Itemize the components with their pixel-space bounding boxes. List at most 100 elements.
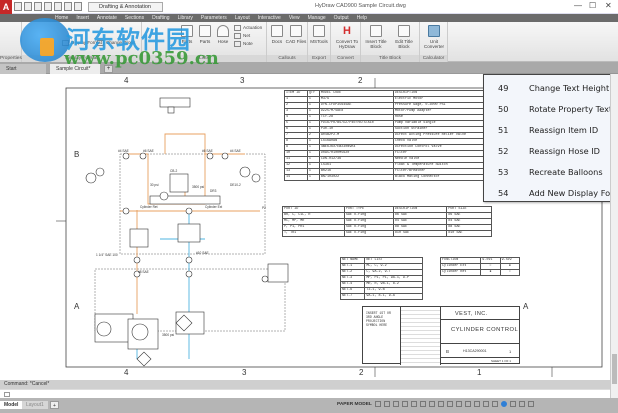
tab-model[interactable]: Model [0, 401, 23, 409]
selection-cycling-icon[interactable] [455, 401, 462, 407]
ribbon-group-lists: Parts Parts Hose Actuation Net Note List… [142, 22, 267, 62]
unit-converter-button[interactable]: Unit Converter [423, 25, 445, 49]
svg-text:CB-2: CB-2 [170, 169, 177, 173]
add-layout-button[interactable]: + [50, 401, 59, 409]
menu-interactive[interactable]: Interactive [257, 15, 281, 21]
parts-icon [181, 25, 193, 37]
unit-converter-icon [428, 25, 440, 37]
docs-button[interactable]: Docs [266, 25, 288, 44]
edit-title-block-button[interactable]: Edit Title Block [392, 25, 416, 49]
otrack-icon[interactable] [419, 401, 426, 407]
save-icon[interactable] [34, 2, 42, 11]
menu-help[interactable]: Help [356, 15, 367, 21]
osnap-icon[interactable] [410, 401, 417, 407]
plus-icon[interactable] [482, 401, 489, 407]
dyn-icon[interactable] [428, 401, 435, 407]
cad-files-button[interactable]: CAD Files [285, 25, 307, 44]
command-input[interactable] [0, 389, 610, 398]
snap-icon[interactable] [383, 401, 390, 407]
vertical-scrollbar[interactable] [610, 74, 618, 404]
annotation-scale-icon[interactable] [464, 401, 471, 407]
menu-insert[interactable]: Insert [76, 15, 89, 21]
parts-list-button[interactable]: Parts [194, 25, 216, 44]
hose-button[interactable]: Hose [212, 25, 234, 44]
new-icon[interactable] [14, 2, 22, 11]
actuation-button[interactable]: Actuation [234, 25, 262, 31]
ortho-icon[interactable] [392, 401, 399, 407]
hydraw-h-icon: H [343, 25, 351, 37]
title-block: INSERT 1ST OR 3RD ANGLE PROJECTION SYMBO… [362, 306, 520, 365]
ribbon: Properties Display Format Change Props D… [0, 22, 618, 62]
net-button[interactable]: Net [234, 33, 250, 39]
menu-view[interactable]: View [288, 15, 300, 21]
menu-layout[interactable]: Layout [234, 15, 250, 21]
menu-icon[interactable] [527, 401, 534, 407]
menu-drafting[interactable]: Drafting [152, 15, 170, 21]
svg-text:1 1/4" SAE 100: 1 1/4" SAE 100 [96, 253, 118, 257]
save-as-icon[interactable] [44, 2, 52, 11]
change-props-button[interactable]: Change Props [97, 40, 135, 46]
menu-home[interactable]: Home [55, 15, 69, 21]
status-bar: Model Layout1 + PAPER MODEL [0, 398, 618, 413]
insert-title-block-button[interactable]: Insert Title Block [364, 25, 388, 49]
command-icon [4, 392, 10, 397]
menu-output[interactable]: Output [333, 15, 349, 21]
column-4-bottom: 4 [124, 368, 129, 377]
workspace-dropdown[interactable]: Drafting & Annotation [88, 2, 163, 12]
svg-text:Cylinder Ext: Cylinder Ext [205, 205, 222, 209]
app-logo-icon[interactable]: A [0, 0, 12, 14]
column-2-top: 2 [358, 76, 363, 85]
minimize-button[interactable]: — [574, 1, 582, 10]
menu-sections[interactable]: Sections [124, 15, 145, 21]
transparency-icon[interactable] [446, 401, 453, 407]
undo-icon[interactable] [64, 2, 72, 11]
note-button[interactable]: Note [234, 41, 253, 47]
menu-manage[interactable]: Manage [307, 15, 326, 21]
paper-model-toggle[interactable]: PAPER MODEL [337, 401, 372, 407]
close-button[interactable]: ✕ [605, 1, 612, 10]
new-tab-button[interactable]: + [104, 65, 113, 73]
redo-icon[interactable] [74, 2, 82, 11]
print-icon[interactable] [54, 2, 62, 11]
tab-start[interactable]: Start [0, 64, 46, 74]
lineweight-icon[interactable] [437, 401, 444, 407]
tab-layout1[interactable]: Layout1 [22, 401, 48, 409]
display-format-button[interactable]: Display Format [62, 40, 102, 46]
menu-annotate[interactable]: Annotate [96, 15, 117, 21]
menu-library[interactable]: Library [177, 15, 193, 21]
mstools-button[interactable]: MSTools [308, 25, 330, 44]
column-1-bottom: 1 [477, 368, 482, 377]
ribbon-group-callouts: Docs CAD Files Callouts [267, 22, 308, 62]
menu-parameters[interactable]: Parameters [200, 15, 227, 21]
hose-icon [217, 25, 229, 37]
maximize-button[interactable]: ☐ [589, 1, 597, 10]
polar-icon[interactable] [401, 401, 408, 407]
hardware-accel-icon[interactable] [500, 401, 507, 407]
customize-icon[interactable] [518, 401, 525, 407]
clean-screen-icon[interactable] [509, 401, 516, 407]
svg-text:3500 psi: 3500 psi [192, 185, 204, 189]
sheet-size: B [446, 349, 450, 354]
open-icon[interactable] [24, 2, 32, 11]
cad-files-icon [290, 25, 302, 37]
svg-text:#4 SAE: #4 SAE [118, 149, 129, 153]
isolate-icon[interactable] [491, 401, 498, 407]
grid-icon[interactable] [374, 401, 381, 407]
tab-sample-circuit[interactable]: Sample Circuit* × [50, 64, 100, 82]
workspace-gear-icon[interactable] [473, 401, 480, 407]
scrollbar-thumb[interactable] [612, 354, 617, 384]
column-4-top: 4 [124, 76, 129, 85]
ribbon-group-calculator: Unit Converter Calculator [420, 22, 448, 62]
parts-button[interactable]: Parts [176, 25, 198, 44]
